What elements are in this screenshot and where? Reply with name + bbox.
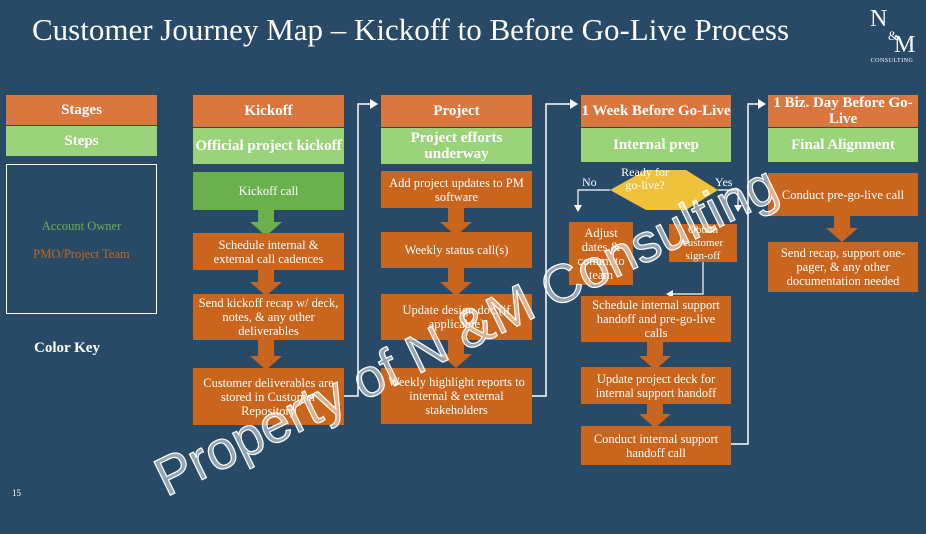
decision-diamond: [610, 170, 718, 210]
task-adjust-dates: Adjust dates & comm. to team: [569, 222, 633, 285]
logo-ampersand: &: [888, 28, 899, 43]
stage-project: Project: [381, 95, 532, 127]
task-customer-deliverables: Customer deliverables are stored in Cust…: [193, 368, 344, 425]
connector-yes-to-handoff: [669, 262, 704, 295]
logo-letter-m: M: [894, 32, 916, 58]
arrow-down-icon: [440, 208, 472, 236]
page-number: 15: [12, 488, 21, 498]
decision-ready-for-go-live: Ready for go-live?: [621, 165, 669, 192]
connector-decision-no: [577, 189, 610, 208]
logo-subtitle: CONSULTING: [870, 58, 914, 64]
arrow-down-icon: [639, 404, 671, 428]
arrow-down-icon: [250, 210, 282, 236]
legend-stages: Stages: [6, 95, 157, 125]
connector-project-to-week: [532, 103, 576, 397]
arrow-down-icon: [440, 340, 472, 368]
task-add-project-updates: Add project updates to PM software: [381, 171, 532, 208]
task-weekly-highlight-reports: Weekly highlight reports to internal & e…: [381, 368, 532, 424]
task-schedule-support-handoff: Schedule internal support handoff and pr…: [581, 296, 731, 342]
task-update-project-deck: Update project deck for internal support…: [581, 367, 731, 404]
connector-kickoff-to-project: [344, 103, 376, 397]
arrow-down-icon: [440, 268, 472, 296]
connector-layer: [250, 99, 858, 445]
legend-account-owner: Account Owner: [41, 219, 122, 233]
legend-pmo-team: PMO/Project Team: [33, 247, 130, 261]
step-final-alignment: Final Alignment: [768, 128, 918, 162]
arrowhead-icon: [570, 99, 578, 109]
task-weekly-status-calls: Weekly status call(s): [381, 232, 532, 268]
arrow-down-icon: [250, 340, 282, 370]
arrow-down-icon: [639, 342, 671, 370]
arrowhead-icon: [734, 205, 742, 212]
arrow-down-icon: [826, 216, 858, 242]
color-key-label: Color Key: [34, 340, 100, 356]
arrowhead-icon: [758, 99, 766, 109]
task-kickoff-call: Kickoff call: [193, 172, 344, 210]
task-update-design-doc: Update design doc (if applicable): [381, 294, 532, 340]
stage-one-week-before: 1 Week Before Go-Live: [581, 95, 731, 127]
task-send-kickoff-recap: Send kickoff recap w/ deck, notes, & any…: [193, 294, 344, 340]
arrow-down-icon: [250, 270, 282, 296]
color-key-box: [6, 164, 157, 314]
task-obtain-sign-off: Obtain customer sign-off: [669, 224, 737, 262]
legend-steps: Steps: [6, 126, 157, 156]
connector-decision-yes: [718, 189, 739, 208]
stage-one-biz-day-before: 1 Biz. Day Before Go-Live: [768, 95, 918, 127]
decision-yes-label: Yes: [715, 175, 733, 189]
consulting-logo: N & M CONSULTING: [862, 6, 922, 68]
task-conduct-support-handoff: Conduct internal support handoff call: [581, 426, 731, 465]
task-send-recap: Send recap, support one-pager, & any oth…: [768, 242, 918, 292]
stage-kickoff: Kickoff: [193, 95, 344, 127]
arrowhead-icon: [370, 99, 378, 109]
step-official-kickoff: Official project kickoff: [193, 128, 344, 164]
step-project-efforts: Project efforts underway: [381, 128, 532, 164]
arrowhead-icon: [574, 205, 582, 212]
logo-letter-n: N: [870, 6, 888, 32]
decision-no-label: No: [582, 175, 597, 189]
task-pre-go-live-call: Conduct pre-go-live call: [768, 173, 918, 216]
page-title: Customer Journey Map – Kickoff to Before…: [32, 12, 790, 47]
step-internal-prep: Internal prep: [581, 128, 731, 162]
task-schedule-cadences: Schedule internal & external call cadenc…: [193, 233, 344, 270]
connector-week-to-bizday: [731, 103, 764, 445]
